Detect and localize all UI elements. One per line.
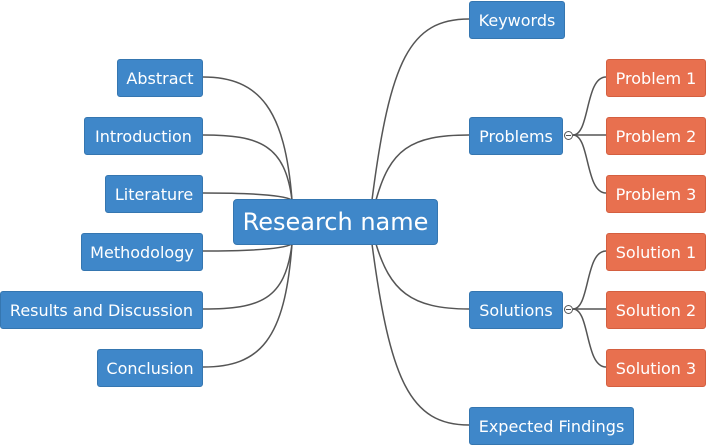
topic-conclusion[interactable]: Conclusion [97,349,203,387]
link-keywords [371,18,470,201]
solutions-collapse-toggle[interactable] [564,305,573,314]
topic-problems[interactable]: Problems [469,117,563,155]
link-abstract [202,76,293,201]
link-methodology [202,243,293,252]
link-solution-3 [572,308,607,368]
topic-results-and-discussion[interactable]: Results and Discussion [0,291,203,329]
link-introduction [202,134,293,201]
link-literature [202,192,293,201]
link-solutions [375,243,470,310]
central-topic[interactable]: Research name [233,199,438,245]
problem-1[interactable]: Problem 1 [606,59,706,97]
topic-solutions[interactable]: Solutions [469,291,563,329]
link-solution-1 [572,250,607,310]
link-expected-findings [371,243,470,426]
topic-keywords[interactable]: Keywords [469,1,565,39]
topic-introduction[interactable]: Introduction [84,117,203,155]
link-problems [375,134,470,201]
link-problem-1 [572,76,607,136]
solution-1[interactable]: Solution 1 [606,233,706,271]
topic-literature[interactable]: Literature [105,175,203,213]
solution-3[interactable]: Solution 3 [606,349,706,387]
problems-collapse-toggle[interactable] [564,131,573,140]
link-conclusion [202,243,293,368]
solution-2[interactable]: Solution 2 [606,291,706,329]
topic-abstract[interactable]: Abstract [117,59,203,97]
topic-expected-findings[interactable]: Expected Findings [469,407,634,445]
link-results [202,243,293,310]
topic-methodology[interactable]: Methodology [81,233,203,271]
problem-2[interactable]: Problem 2 [606,117,706,155]
link-problem-3 [572,134,607,194]
problem-3[interactable]: Problem 3 [606,175,706,213]
